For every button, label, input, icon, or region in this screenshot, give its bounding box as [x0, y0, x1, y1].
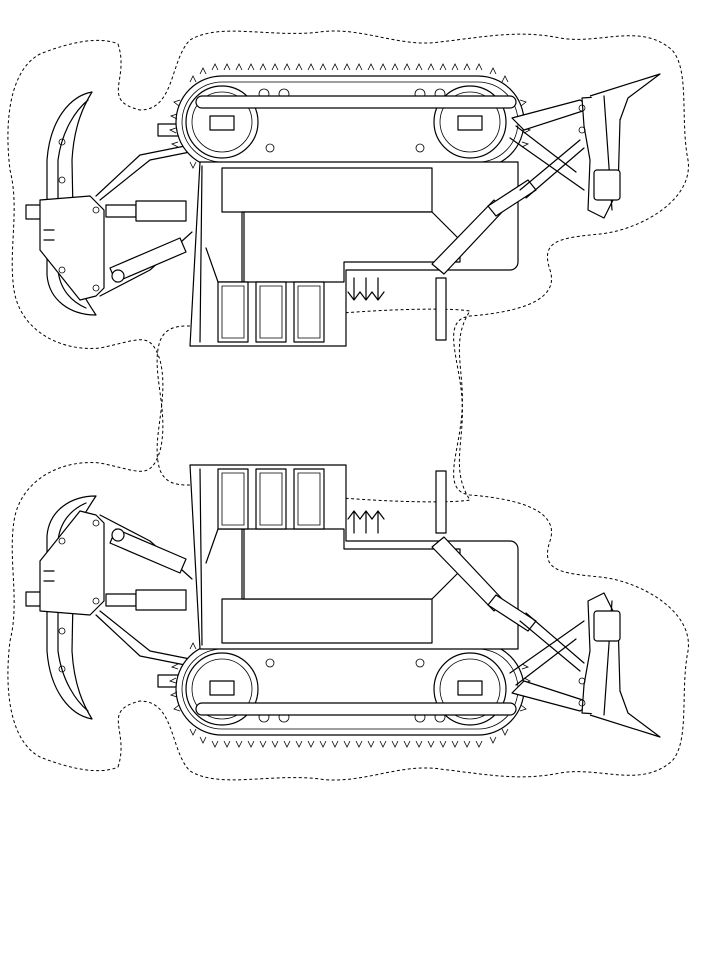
cut-line-top — [7, 30, 689, 503]
cut-line-bottom — [7, 308, 689, 781]
bulldozer-side-top — [25, 63, 661, 347]
bulldozer-side-bottom — [25, 464, 661, 748]
